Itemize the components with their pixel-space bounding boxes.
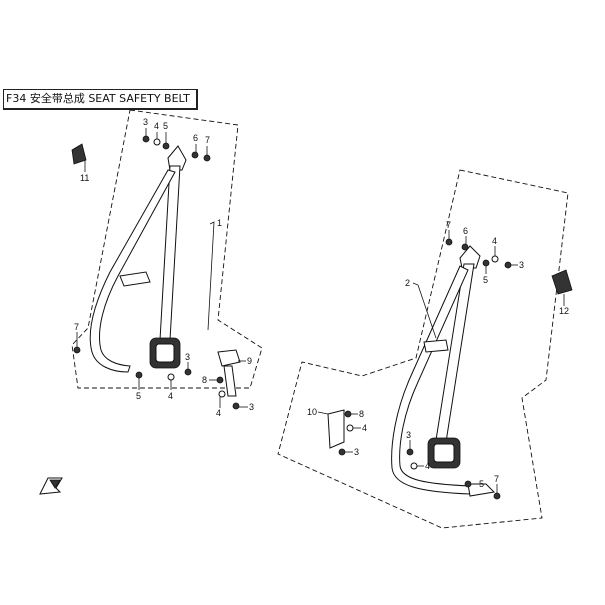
right-nut-5b: [464, 480, 472, 488]
right-washer-6: [461, 243, 469, 251]
callout-left-8: 8: [202, 375, 207, 385]
right-bolt-7b: [493, 492, 501, 500]
callout-right-10: 10: [307, 407, 317, 417]
callout-right-6: 6: [463, 226, 468, 236]
left-washer-4c: [218, 390, 226, 398]
left-nut-5b: [135, 371, 143, 379]
front-direction-arrow-icon: [39, 477, 63, 495]
callout-right-3c: 3: [406, 430, 411, 440]
right-nut-3b: [338, 448, 346, 456]
left-washer-6: [191, 151, 199, 159]
callout-right-3b: 3: [354, 447, 359, 457]
right-retractor-cover: [433, 443, 455, 463]
callout-left-4b: 4: [168, 391, 173, 401]
left-belt-assembly: 3 4 5 6 7 1 11 7 5 4 3 9 8 4 3: [71, 109, 263, 418]
right-belt-guide: [423, 339, 449, 353]
callout-left-5a: 5: [163, 121, 168, 131]
right-washer-4c: [410, 462, 418, 470]
callout-right-5b: 5: [479, 479, 484, 489]
callout-left-11: 11: [80, 173, 89, 183]
left-bolt-7b: [73, 346, 81, 354]
callout-left-3c: 3: [249, 402, 254, 412]
left-nut-3c: [232, 402, 240, 410]
left-washer-4b: [167, 373, 175, 381]
callout-right-4b: 4: [362, 423, 367, 433]
left-bolt-3a: [142, 135, 150, 143]
left-retractor-cover: [155, 343, 175, 363]
right-nut-5a: [482, 259, 490, 267]
diagram-title: F34 安全带总成 SEAT SAFETY BELT: [3, 89, 198, 110]
callout-left-3b: 3: [185, 352, 190, 362]
left-lap-webbing: [89, 169, 176, 373]
callout-left-1: 1: [217, 218, 222, 228]
left-belt-guide: [119, 271, 151, 287]
right-trim-cover-12: [551, 269, 573, 295]
left-nut-5a: [162, 142, 170, 150]
right-washer-4b: [346, 424, 354, 432]
right-bolt-3c: [406, 448, 414, 456]
callout-right-4a: 4: [492, 236, 497, 246]
left-buckle-bracket: [223, 365, 237, 397]
right-bolt-7a: [445, 238, 453, 246]
right-bolt-8: [344, 410, 352, 418]
right-lower-end-plate: [467, 483, 496, 497]
left-buckle: [217, 349, 241, 367]
right-assembly-boundary: [277, 169, 569, 529]
callout-right-7a: 7: [446, 220, 451, 230]
callout-right-7b: 7: [494, 474, 499, 484]
callout-right-2: 2: [405, 278, 410, 288]
left-washer-4a: [153, 138, 161, 146]
callout-right-12: 12: [559, 306, 569, 316]
callout-left-7b: 7: [74, 322, 79, 332]
left-bolt-8: [216, 376, 224, 384]
right-belt-assembly: 7 6 4 3 5 2 12 10 8 4 3 3 4 5 7: [277, 169, 573, 529]
right-washer-4a: [491, 255, 499, 263]
callout-left-4c: 4: [216, 408, 221, 418]
left-trim-cover-11: [71, 143, 87, 165]
callout-left-7a: 7: [205, 135, 210, 145]
callout-left-5b: 5: [136, 391, 141, 401]
callout-left-3a: 3: [143, 117, 148, 127]
callout-right-8: 8: [359, 409, 364, 419]
callout-right-3a: 3: [519, 260, 524, 270]
right-buckle-10: [327, 409, 345, 449]
callout-right-4c: 4: [425, 461, 430, 471]
callout-left-9: 9: [247, 356, 252, 366]
left-bolt-3b: [184, 368, 192, 376]
left-bolt-7a: [203, 154, 211, 162]
right-nut-3a: [504, 261, 512, 269]
callout-left-6: 6: [193, 133, 198, 143]
callout-left-4a: 4: [154, 121, 159, 131]
callout-right-5a: 5: [483, 275, 488, 285]
